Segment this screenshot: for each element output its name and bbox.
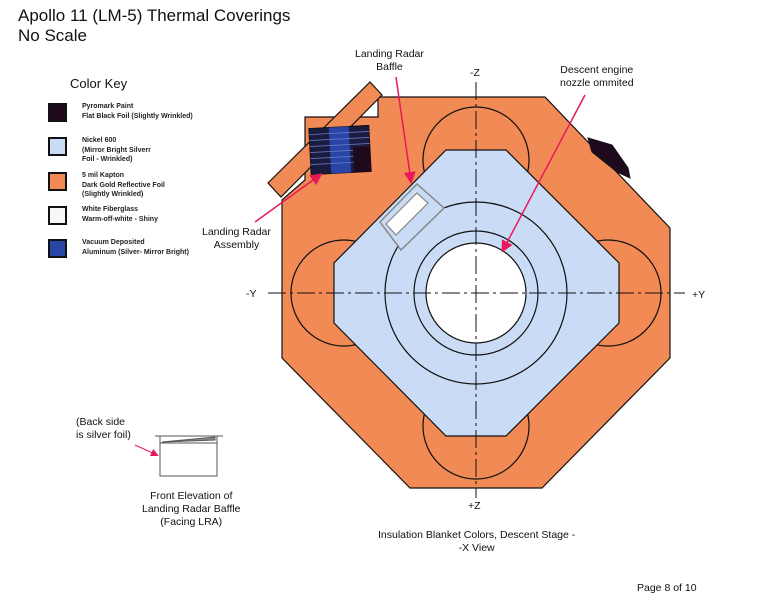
- landing-radar-assembly: [308, 124, 372, 176]
- axis-label-plus-z: +Z: [468, 500, 481, 512]
- axis-label-minus-y: -Y: [246, 288, 257, 300]
- figure-caption: Insulation Blanket Colors, Descent Stage…: [378, 529, 576, 554]
- color-swatch: [48, 239, 67, 258]
- title-line-2: No Scale: [18, 26, 87, 45]
- assembly-pointer-arrow: [254, 173, 323, 223]
- color-key-title: Color Key: [70, 76, 128, 91]
- color-swatch: [48, 206, 67, 225]
- page-title: Apollo 11 (LM-5) Thermal Coverings No Sc…: [18, 6, 290, 46]
- color-swatch: [48, 172, 67, 191]
- page-number: Page 8 of 10: [637, 582, 697, 594]
- nozzle-pointer-arrow: [501, 94, 586, 253]
- back-side-pointer-arrow: [134, 444, 159, 457]
- color-swatch: [48, 103, 67, 122]
- axis-label-plus-y: +Y: [692, 289, 706, 301]
- baffle-pointer-arrow: [395, 76, 416, 184]
- black-quad-element: [587, 137, 631, 179]
- baffle-white-fiberglass: [385, 192, 429, 236]
- title-line-1: Apollo 11 (LM-5) Thermal Coverings: [18, 6, 291, 25]
- axis-label-minus-z: -Z: [470, 67, 480, 79]
- front-elevation-baffle: [155, 435, 223, 477]
- color-swatch: [48, 137, 67, 156]
